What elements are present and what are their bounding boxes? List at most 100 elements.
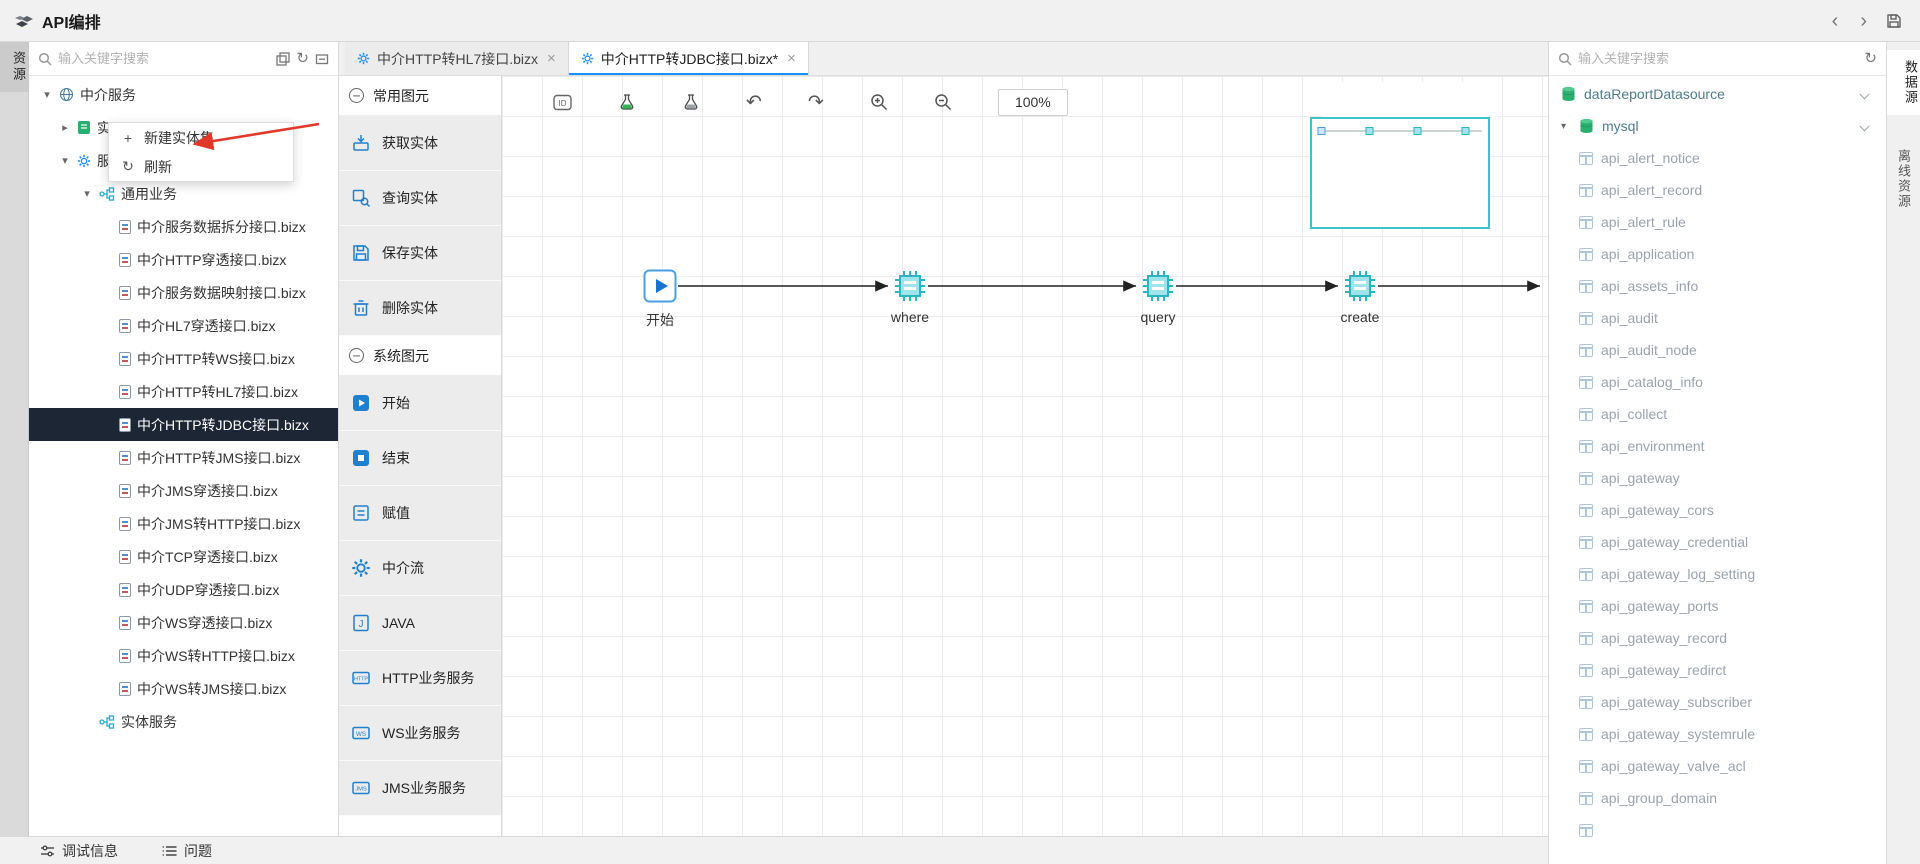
left-rail-tab-resources[interactable]: 资源 [0, 42, 28, 92]
datasource-group[interactable]: dataReportDatasource [1549, 78, 1886, 110]
table-row[interactable]: api_alert_notice [1549, 142, 1886, 174]
table-row[interactable]: api_alert_rule [1549, 206, 1886, 238]
flow-node-query[interactable]: query [1113, 270, 1203, 325]
redo-icon[interactable]: ↷ [807, 91, 824, 113]
table-row[interactable]: api_audit_node [1549, 334, 1886, 366]
tree-file-item[interactable]: 中介WS转JMS接口.bizx [29, 672, 338, 705]
zoom-in-icon[interactable] [870, 93, 888, 111]
table-row[interactable]: api_catalog_info [1549, 366, 1886, 398]
palette-item-ws-service[interactable]: WS WS业务服务 [339, 706, 501, 761]
table-row[interactable]: api_environment [1549, 430, 1886, 462]
right-rail-tab-offline[interactable]: 离线资源 [1896, 149, 1911, 209]
table-row[interactable]: api_collect [1549, 398, 1886, 430]
palette-item-assign[interactable]: 赋值 [339, 486, 501, 541]
tree-file-item[interactable]: 中介UDP穿透接口.bizx [29, 573, 338, 606]
table-row[interactable]: api_gateway_redirct [1549, 654, 1886, 686]
table-row[interactable]: api_gateway_log_setting [1549, 558, 1886, 590]
flow-overview-box[interactable] [1310, 117, 1490, 229]
table-row-partial[interactable] [1549, 814, 1886, 846]
caret-down-icon[interactable]: ▾ [44, 89, 50, 101]
flow-node-start[interactable]: 开始 [615, 269, 705, 330]
table-row[interactable]: api_group_domain [1549, 782, 1886, 814]
palette-item-delete-entity[interactable]: 删除实体 [339, 281, 501, 336]
zoom-out-icon[interactable] [934, 93, 952, 111]
context-menu-item-new-entity-set[interactable]: + 新建实体集 [109, 123, 293, 152]
tree-file-item[interactable]: 中介HL7穿透接口.bizx [29, 309, 338, 342]
table-row[interactable]: api_gateway_credential [1549, 526, 1886, 558]
zoom-level[interactable]: 100% [997, 88, 1068, 116]
debug-info-button[interactable]: 调试信息 [40, 841, 118, 861]
context-menu-item-refresh[interactable]: ↻ 刷新 [109, 152, 293, 181]
table-row[interactable]: api_gateway_valve_acl [1549, 750, 1886, 782]
table-row[interactable]: api_gateway [1549, 462, 1886, 494]
locate-file-icon[interactable] [276, 51, 291, 66]
tree-file-item[interactable]: 中介JMS转HTTP接口.bizx [29, 507, 338, 540]
tree-node-entity-set[interactable]: ▸ 实 [29, 111, 338, 144]
tree-file-item[interactable]: 中介服务数据拆分接口.bizx [29, 210, 338, 243]
collapse-all-icon[interactable] [315, 52, 329, 66]
tree-file-item[interactable]: 中介WS穿透接口.bizx [29, 606, 338, 639]
caret-down-icon[interactable]: ▾ [1561, 120, 1567, 132]
flow-node-where[interactable]: where [865, 270, 955, 325]
tree-file-item[interactable]: 中介HTTP转HL7接口.bizx [29, 375, 338, 408]
tree-file-item[interactable]: 中介WS转HTTP接口.bizx [29, 639, 338, 672]
tree-node-entity-service[interactable]: 实体服务 [29, 705, 338, 738]
table-row[interactable]: api_gateway_ports [1549, 590, 1886, 622]
palette-item-end[interactable]: 结束 [339, 431, 501, 486]
save-icon[interactable] [1882, 13, 1906, 29]
tree-node-service-set[interactable]: ▾ 服 [29, 144, 338, 177]
tree-node-root[interactable]: ▾ 中介服务 [29, 78, 338, 111]
table-row[interactable]: api_gateway_subscriber [1549, 686, 1886, 718]
table-row[interactable]: api_application [1549, 238, 1886, 270]
validate-icon[interactable] [618, 93, 636, 111]
table-row[interactable]: api_gateway_systemrule [1549, 718, 1886, 750]
palette-item-save-entity[interactable]: 保存实体 [339, 226, 501, 281]
right-rail-tab-datasource[interactable]: 数据源 [1887, 50, 1920, 115]
table-row[interactable]: api_gateway_cors [1549, 494, 1886, 526]
palette-item-get-entity[interactable]: 获取实体 [339, 116, 501, 171]
datasource-search-input[interactable] [1578, 51, 1859, 66]
caret-down-icon[interactable]: ▾ [62, 155, 68, 167]
show-id-icon[interactable]: ID [553, 94, 572, 111]
datasource-group[interactable]: ▾ mysql [1549, 110, 1886, 142]
tree-file-item[interactable]: 中介TCP穿透接口.bizx [29, 540, 338, 573]
palette-item-http-service[interactable]: HTTP HTTP业务服务 [339, 651, 501, 706]
tree-file-item[interactable]: 中介JMS穿透接口.bizx [29, 474, 338, 507]
table-row[interactable]: api_audit [1549, 302, 1886, 334]
flow-node-create[interactable]: create [1315, 270, 1405, 325]
palette-item-java[interactable]: J JAVA [339, 596, 501, 651]
caret-right-icon[interactable]: ▸ [62, 122, 68, 134]
tree-file-item[interactable]: 中介HTTP转JMS接口.bizx [29, 441, 338, 474]
palette-item-start[interactable]: 开始 [339, 376, 501, 431]
table-row[interactable]: api_assets_info [1549, 270, 1886, 302]
caret-down-icon[interactable]: ▾ [84, 188, 90, 200]
close-tab-icon[interactable]: × [787, 50, 796, 67]
undo-icon[interactable]: ↶ [746, 91, 762, 113]
close-tab-icon[interactable]: × [547, 50, 556, 67]
collapse-section-icon[interactable] [349, 88, 364, 103]
problems-button[interactable]: 问题 [162, 841, 212, 861]
nav-back-icon[interactable]: ‹ [1831, 9, 1839, 32]
palette-item-query-entity[interactable]: 查询实体 [339, 171, 501, 226]
tree-file-item-selected[interactable]: 中介HTTP转JDBC接口.bizx [29, 408, 338, 441]
explorer-search-input[interactable] [58, 51, 271, 66]
tree-file-item[interactable]: 中介HTTP转WS接口.bizx [29, 342, 338, 375]
palette-item-jms-service[interactable]: JMS JMS业务服务 [339, 761, 501, 816]
tab-file-jdbc[interactable]: 中介HTTP转JDBC接口.bizx* × [568, 42, 809, 75]
tree-file-item[interactable]: 中介HTTP穿透接口.bizx [29, 243, 338, 276]
palette-section-common[interactable]: 常用图元 [339, 76, 501, 116]
chevron-down-icon[interactable] [1859, 89, 1870, 99]
debug-run-icon[interactable] [682, 93, 700, 111]
table-row[interactable]: api_gateway_record [1549, 622, 1886, 654]
collapse-section-icon[interactable] [349, 348, 364, 363]
tab-file-hl7[interactable]: 中介HTTP转HL7接口.bizx × [345, 42, 569, 75]
table-row[interactable]: api_alert_record [1549, 174, 1886, 206]
refresh-icon[interactable]: ↻ [1864, 50, 1877, 67]
tree-file-item[interactable]: 中介服务数据映射接口.bizx [29, 276, 338, 309]
tree-node-general-business[interactable]: ▾ 通用业务 [29, 177, 338, 210]
palette-item-mediator-flow[interactable]: 中介流 [339, 541, 501, 596]
nav-forward-icon[interactable]: › [1860, 9, 1867, 32]
palette-section-system[interactable]: 系统图元 [339, 336, 501, 376]
chevron-down-icon[interactable] [1859, 121, 1870, 131]
flow-canvas[interactable]: ID ↶ ↷ [502, 76, 1548, 836]
